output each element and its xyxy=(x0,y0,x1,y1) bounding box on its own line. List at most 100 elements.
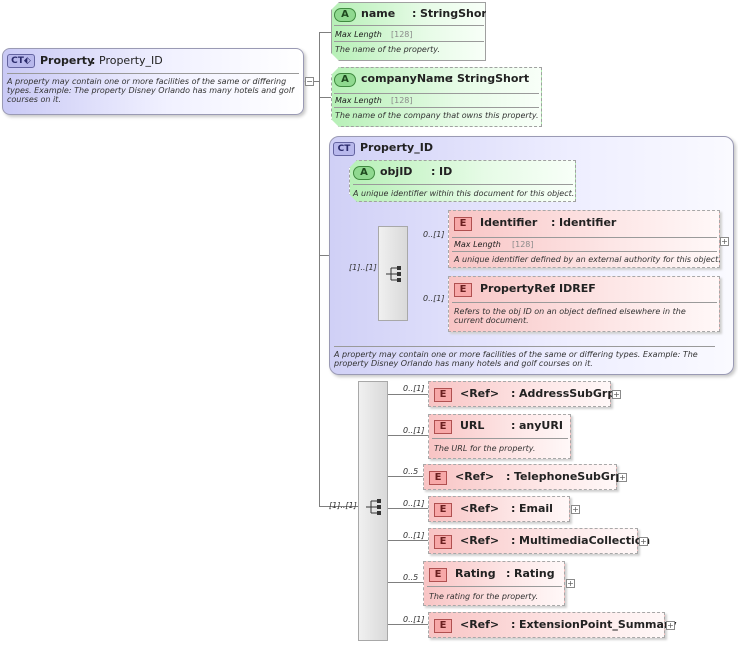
sequence-icon xyxy=(366,499,381,515)
type-separator: : xyxy=(506,470,511,483)
element-type: Email xyxy=(519,502,553,515)
facet-value: [128] xyxy=(391,30,413,39)
attribute-description: The name of the property. xyxy=(335,45,440,54)
element-badge: E xyxy=(454,283,472,297)
complex-type-description: A property may contain one or more facil… xyxy=(334,350,698,368)
element-description: A unique identifier defined by an extern… xyxy=(454,255,721,264)
divider xyxy=(452,237,717,238)
element-badge: E xyxy=(434,388,452,402)
element-name: PropertyRef xyxy=(480,282,555,295)
element-badge: E xyxy=(429,471,447,485)
type-separator: : xyxy=(551,282,556,295)
element-cardinality: 0..5 xyxy=(403,573,419,582)
divider xyxy=(334,346,715,347)
element-name: Rating xyxy=(455,567,496,580)
element-cardinality: 0..[1] xyxy=(403,384,425,393)
type-separator: : xyxy=(431,165,436,178)
element-cardinality: 0..5 xyxy=(403,467,419,476)
attribute-name-label: companyName xyxy=(361,72,453,85)
sequence-compositor[interactable] xyxy=(358,381,388,641)
element-type: AddressSubGrp xyxy=(519,387,616,400)
element-badge: E xyxy=(434,420,452,434)
divider xyxy=(334,93,539,94)
connector xyxy=(319,255,329,256)
root-type-separator: : xyxy=(91,54,96,67)
type-separator: : xyxy=(511,419,516,432)
connector xyxy=(388,540,428,541)
element-cardinality: 0..[1] xyxy=(403,615,425,624)
divider xyxy=(334,41,484,42)
divider xyxy=(353,184,573,185)
element-cardinality: 0..[1] xyxy=(403,531,425,540)
sequence-cardinality: [1]..[1] xyxy=(329,501,357,510)
sequence-icon xyxy=(386,266,401,282)
plus-icon[interactable]: + xyxy=(720,237,729,246)
element-identifier[interactable]: E Identifier : Identifier Max Length [12… xyxy=(448,210,721,268)
plus-icon[interactable]: + xyxy=(666,621,675,630)
element-cardinality: 0..[1] xyxy=(403,426,425,435)
element-multimediacollection[interactable]: E <Ref> : MultimediaCollection xyxy=(428,528,650,554)
connector xyxy=(388,394,428,395)
element-name: Identifier xyxy=(480,216,538,229)
type-separator: : xyxy=(511,618,516,631)
sequence-compositor[interactable] xyxy=(378,226,408,321)
plus-icon[interactable]: + xyxy=(639,537,648,546)
divider xyxy=(452,302,717,303)
element-rating[interactable]: E Rating : Rating The rating for the pro… xyxy=(423,561,565,606)
attribute-type: StringShort xyxy=(420,7,493,20)
connector xyxy=(319,32,320,506)
element-name: <Ref> xyxy=(460,502,500,515)
element-type: Identifier xyxy=(559,216,617,229)
attribute-objid[interactable]: A objID : ID A unique identifier within … xyxy=(349,160,576,202)
root-type: Property_ID xyxy=(99,54,163,67)
type-separator: : xyxy=(511,387,516,400)
element-addresssubgrp[interactable]: E <Ref> : AddressSubGrp xyxy=(428,381,615,407)
element-type: IDREF xyxy=(559,282,596,295)
connector xyxy=(319,97,331,98)
element-telephonesubgrp[interactable]: E <Ref> : TelephoneSubGrp xyxy=(423,464,623,490)
attribute-type: StringShort xyxy=(457,72,530,85)
attribute-companyname[interactable]: A companyName : StringShort Max Length [… xyxy=(331,67,542,127)
element-extensionpoint-summary[interactable]: E <Ref> : ExtensionPoint_Summary xyxy=(428,612,677,638)
attribute-name[interactable]: A name : StringShort Max Length [128] Th… xyxy=(331,2,486,61)
root-element-property[interactable]: CT⬖ Property : Property_ID A property ma… xyxy=(2,48,304,115)
element-type: TelephoneSubGrp xyxy=(514,470,624,483)
element-type: MultimediaCollection xyxy=(519,534,651,547)
attribute-name-label: objID xyxy=(380,165,413,178)
plus-icon[interactable]: + xyxy=(571,505,580,514)
element-badge: E xyxy=(434,619,452,633)
type-separator: : xyxy=(506,567,511,580)
attribute-badge: A xyxy=(353,166,375,180)
plus-icon[interactable]: + xyxy=(618,473,627,482)
element-badge: E xyxy=(454,217,472,231)
element-propertyref[interactable]: E PropertyRef : IDREF Refers to the obj … xyxy=(448,276,720,332)
facet-key: Max Length xyxy=(454,240,501,249)
attribute-description: A unique identifier within this document… xyxy=(353,189,575,198)
element-cardinality: 0..[1] xyxy=(423,230,445,239)
element-email[interactable]: E <Ref> : Email xyxy=(428,496,570,522)
element-badge: E xyxy=(429,568,447,582)
element-name: <Ref> xyxy=(460,534,500,547)
root-name: Property xyxy=(40,54,95,67)
type-separator: : xyxy=(551,216,556,229)
element-cardinality: 0..[1] xyxy=(423,294,445,303)
element-url[interactable]: E URL : anyURI The URL for the property. xyxy=(428,414,571,459)
divider xyxy=(432,438,568,439)
divider xyxy=(7,73,299,74)
facet-value: [128] xyxy=(391,96,413,105)
element-description: Refers to the obj ID on an object define… xyxy=(454,307,686,325)
element-type: ExtensionPoint_Summary xyxy=(519,618,677,631)
element-description: The rating for the property. xyxy=(429,592,539,601)
connector xyxy=(388,476,423,477)
plus-icon[interactable]: + xyxy=(612,390,621,399)
divider xyxy=(427,586,562,587)
facet-key: Max Length xyxy=(335,96,382,105)
attribute-description: The name of the company that owns this p… xyxy=(335,111,539,120)
element-badge: E xyxy=(434,503,452,517)
collapse-icon[interactable]: − xyxy=(305,77,314,86)
plus-icon[interactable]: + xyxy=(566,579,575,588)
connector xyxy=(388,624,428,625)
complex-type-badge: CT xyxy=(333,142,355,156)
connector xyxy=(388,435,428,436)
type-separator: : xyxy=(412,7,417,20)
